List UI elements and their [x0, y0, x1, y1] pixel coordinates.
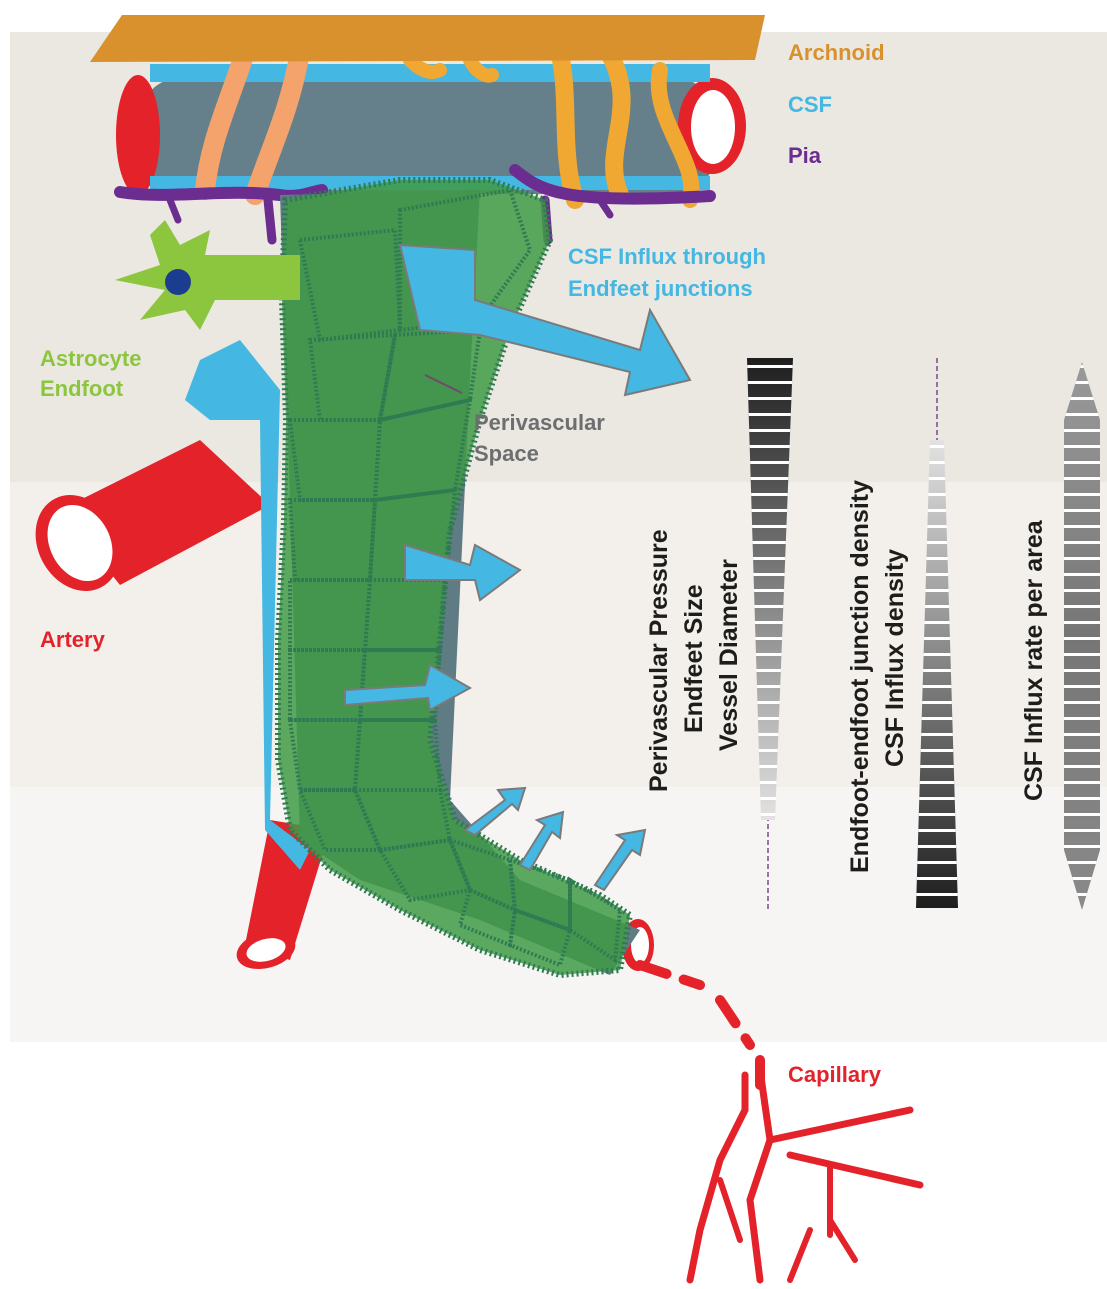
- scale-middle-label-2: CSF Influx density: [881, 549, 909, 767]
- csf-label: CSF: [788, 92, 832, 117]
- artery-label: Artery: [40, 627, 106, 652]
- csf-influx-label-line2: Endfeet junctions: [568, 276, 753, 301]
- arachnoid-membrane: [90, 15, 765, 62]
- scale-left-label-2: Endfeet Size: [680, 584, 708, 733]
- pia-label: Pia: [788, 143, 822, 168]
- scale-left-label-3: Vessel Diameter: [715, 559, 743, 751]
- scale-middle-label-1: Endfoot-endfoot junction density: [846, 480, 874, 873]
- scale-bar-right: [1064, 362, 1100, 910]
- scale-right-label-1: CSF Influx rate per area: [1020, 519, 1048, 801]
- csf-influx-label-line1: CSF Influx through: [568, 244, 766, 269]
- astrocyte-label-line1: Astrocyte: [40, 346, 141, 371]
- scale-left-label-1: Perivascular Pressure: [645, 529, 673, 792]
- perivascular-space-label-line2: Space: [474, 441, 539, 466]
- astrocyte-nucleus: [165, 269, 191, 295]
- capillary-label: Capillary: [788, 1062, 882, 1087]
- arachnoid-label: Archnoid: [788, 40, 885, 65]
- astrocyte-label-line2: Endfoot: [40, 376, 124, 401]
- perivascular-space-label-line1: Perivascular: [474, 410, 605, 435]
